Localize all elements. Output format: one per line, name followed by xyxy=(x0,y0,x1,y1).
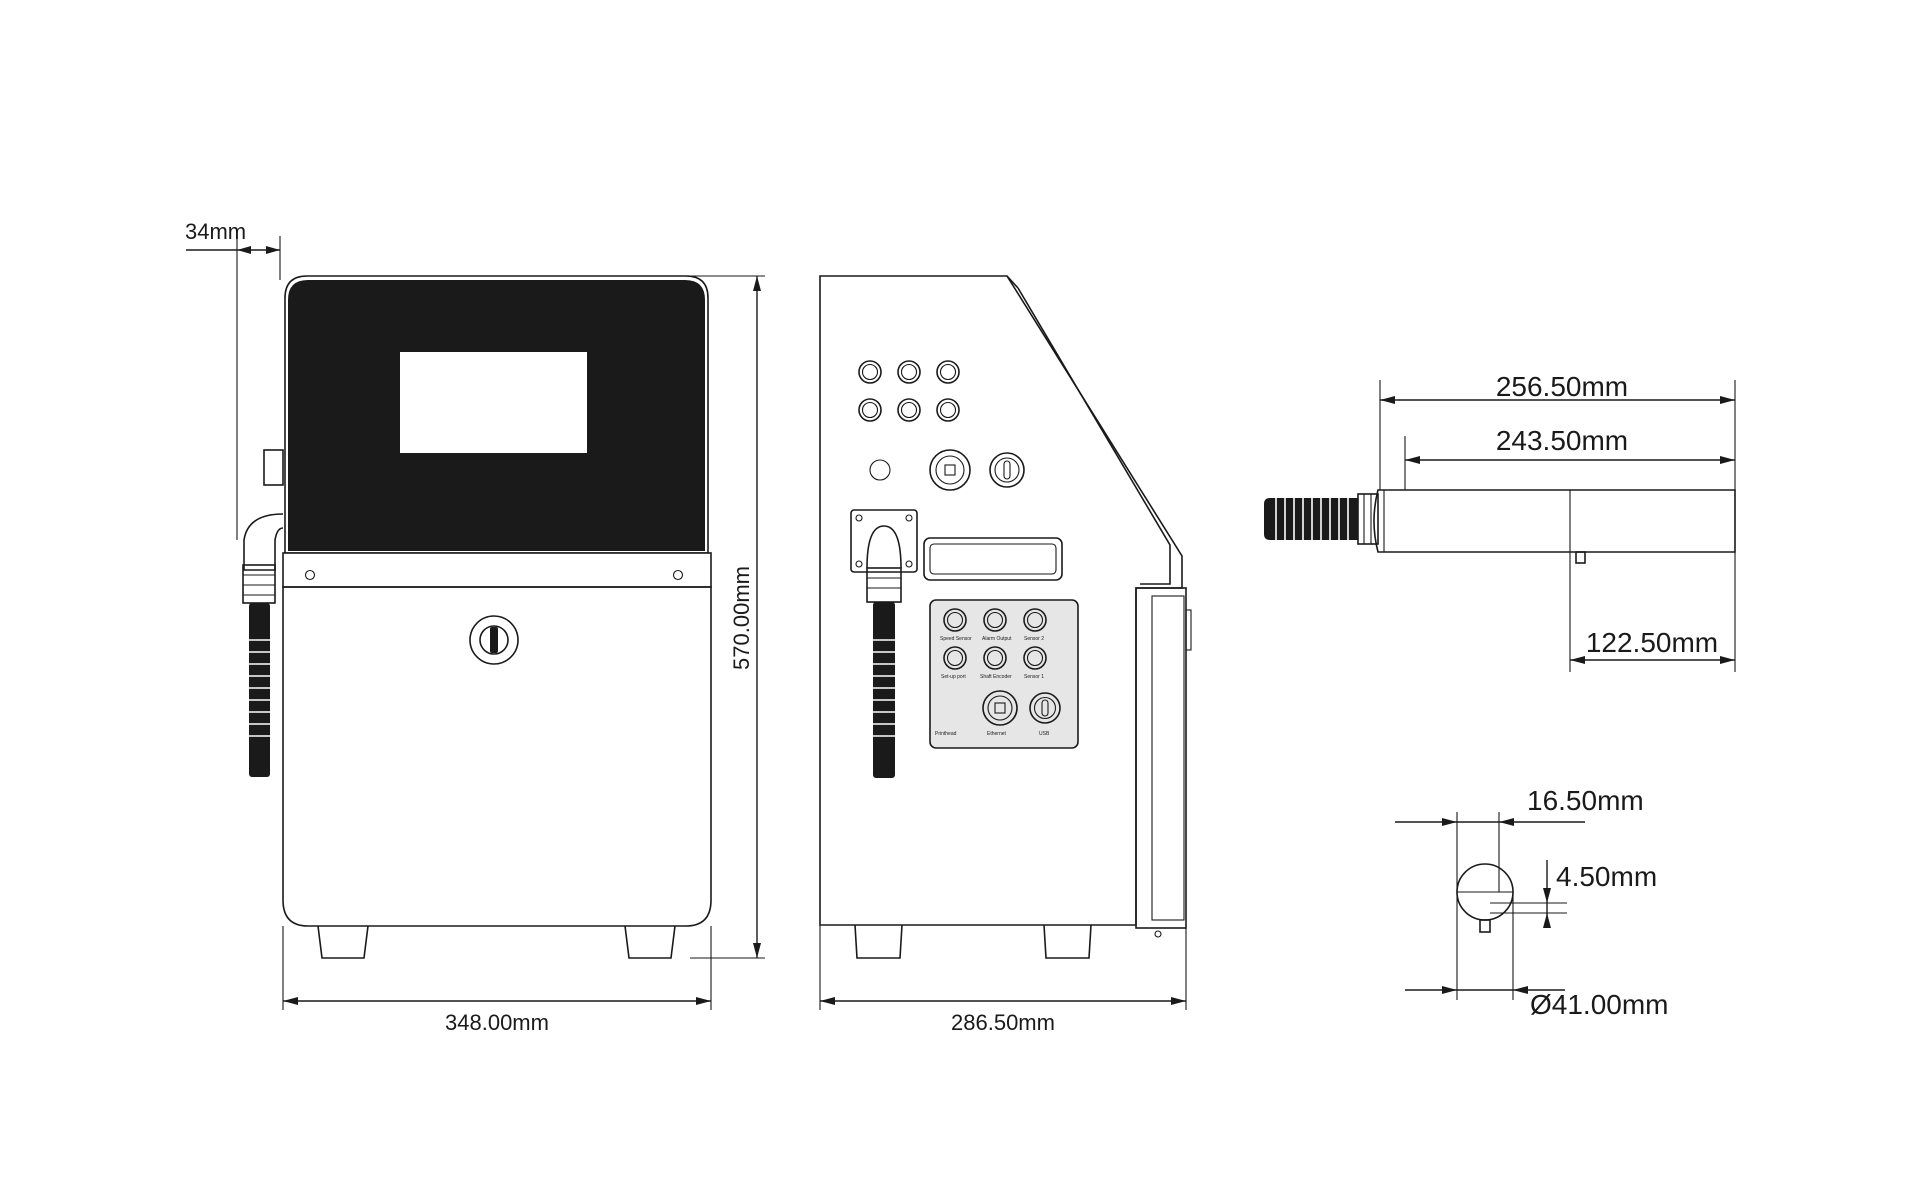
dim-front-width-label: 348.00mm xyxy=(445,1010,549,1035)
dim-head-diameter-label: Ø41.00mm xyxy=(1530,989,1669,1020)
side-foot-left xyxy=(854,924,903,959)
printhead-side-dimensions: 256.50mm 243.50mm 122.50mm xyxy=(1379,371,1736,672)
printhead-section-view xyxy=(1456,863,1514,933)
side-io-panel xyxy=(929,599,1079,749)
front-view xyxy=(242,275,712,959)
front-screw-left xyxy=(304,569,316,581)
io-label-sensor-1: Sensor 1 xyxy=(1024,674,1044,680)
front-upper-cover xyxy=(284,275,709,554)
dim-nozzle-body-label: 243.50mm xyxy=(1496,425,1628,456)
side-connector-grid xyxy=(858,360,960,422)
side-ethernet-port-icon xyxy=(929,449,971,491)
dim-nozzle-partial-label: 122.50mm xyxy=(1586,627,1718,658)
front-foot-left xyxy=(317,925,369,959)
dim-offset-label: 34mm xyxy=(185,219,246,244)
io-panel-connectors xyxy=(943,608,1061,726)
front-lower-cabinet xyxy=(282,586,712,927)
side-cable-connector xyxy=(850,509,918,573)
front-key-lock-icon xyxy=(469,615,519,665)
printhead-tip xyxy=(1575,551,1586,564)
dim-nozzle-total-label: 256.50mm xyxy=(1496,371,1628,402)
side-handle xyxy=(923,537,1063,581)
side-usb-port-icon xyxy=(989,452,1025,488)
io-label-setup-port: Set-up port xyxy=(941,674,966,680)
io-label-printhead: Printhead xyxy=(935,731,957,737)
front-hinge-strip xyxy=(282,552,712,588)
printhead-section-dimensions: 16.50mm 4.50mm Ø41.00mm xyxy=(1395,785,1669,1020)
front-foot-right xyxy=(624,925,676,959)
io-label-alarm-output: Alarm Output xyxy=(982,636,1012,642)
printhead-section-tip xyxy=(1479,919,1491,933)
io-label-shaft-encoder: Shaft Encoder xyxy=(980,674,1012,680)
io-label-usb: USB xyxy=(1039,731,1050,737)
dim-head-offset-label: 16.50mm xyxy=(1527,785,1644,816)
side-dimensions: 286.50mm xyxy=(819,925,1187,1035)
side-cable-conduit xyxy=(873,602,895,778)
io-label-sensor-2: Sensor 2 xyxy=(1024,636,1044,642)
front-screw-right xyxy=(672,569,684,581)
dim-side-width-label: 286.50mm xyxy=(951,1010,1055,1035)
side-rear-door xyxy=(1135,587,1187,929)
dim-head-tip-label: 4.50mm xyxy=(1556,861,1657,892)
side-view: Speed Sensor Alarm Output Sensor 2 Set-u… xyxy=(819,275,1192,959)
front-display-screen xyxy=(400,352,587,453)
io-label-ethernet: Ethernet xyxy=(987,731,1007,737)
printhead-hose xyxy=(1264,498,1358,540)
front-side-connector xyxy=(263,449,284,486)
io-label-speed-sensor: Speed Sensor xyxy=(940,636,972,642)
printhead-body xyxy=(1373,489,1736,553)
dim-height-label: 570.00mm xyxy=(729,566,754,670)
side-indicator-light xyxy=(869,459,891,481)
front-cable-conduit xyxy=(249,603,270,777)
front-cable-elbow xyxy=(243,513,284,571)
front-dimensions: 34mm 570.00mm 348.00mm xyxy=(185,219,765,1035)
printhead-gland xyxy=(1357,493,1379,545)
printhead-side-view xyxy=(1264,489,1736,564)
side-foot-right xyxy=(1043,924,1092,959)
